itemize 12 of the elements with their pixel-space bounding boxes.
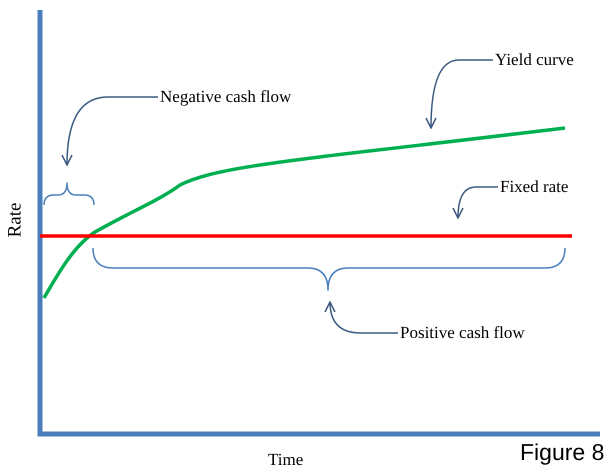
fixed-rate-line — [40, 234, 572, 238]
leader-text: Positive cash flow — [400, 323, 525, 343]
figure-label: Figure 8 — [520, 438, 604, 466]
leader-text: Yield curve — [495, 50, 574, 70]
leader-text: Fixed rate — [500, 177, 568, 197]
axis-title: Time — [268, 450, 304, 470]
leader-line — [425, 59, 493, 129]
leader-line — [324, 301, 398, 334]
leader-text: Negative cash flow — [160, 87, 292, 107]
leader-line — [62, 96, 158, 166]
axis-title: Rate — [5, 202, 26, 238]
leader-line — [452, 186, 498, 219]
